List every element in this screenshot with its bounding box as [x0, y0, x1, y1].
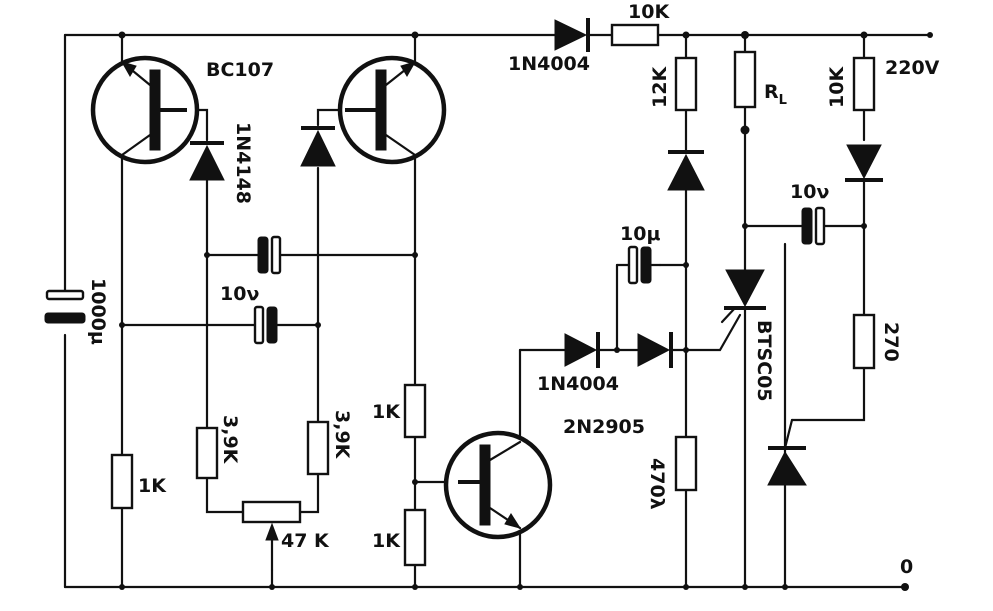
junction-dots	[118, 31, 933, 591]
label-r-top: 10K	[628, 1, 670, 23]
capacitor-1000u	[44, 289, 86, 324]
diode-right-bottom	[767, 418, 807, 486]
capacitor-10u-left	[253, 305, 278, 345]
label-r270: 270	[880, 322, 902, 362]
label-c1000: 1000μ	[87, 278, 109, 345]
transistor-q2	[337, 55, 447, 165]
label-r10k-right: 10K	[826, 66, 848, 108]
diode-12k-branch	[667, 150, 705, 191]
label-scr: BTSC05	[753, 320, 775, 402]
transistor-q1	[90, 55, 200, 165]
resistors	[110, 23, 876, 572]
wires	[63, 33, 932, 589]
label-1n4148: 1N4148	[232, 122, 254, 204]
diode-1n4004-top	[554, 18, 614, 52]
capacitor-coupling-top	[257, 235, 282, 275]
label-supply: 220V	[885, 57, 940, 79]
label-ground: 0	[900, 556, 913, 578]
label-q3: 2N2905	[563, 416, 645, 438]
label-c10-center: 10μ	[620, 223, 660, 245]
diode-1n4148-right	[300, 126, 336, 167]
label-c10-left: 10ν	[220, 283, 259, 305]
label-r470: 470λ	[646, 458, 668, 510]
diode-right-top	[845, 144, 883, 182]
label-rl: RL	[764, 81, 787, 108]
label-pot: 47 K	[281, 530, 330, 552]
label-r39k-left: 3,9K	[219, 415, 241, 465]
diode-1n4004-mid-a	[564, 332, 600, 368]
label-r1k-upper: 1K	[372, 401, 401, 423]
label-d-top: 1N4004	[508, 53, 590, 75]
label-c10-right: 10ν	[790, 181, 829, 203]
diode-1n4004-mid-b	[637, 332, 673, 368]
label-r39k-right: 3,9K	[331, 410, 353, 460]
label-r1k-left: 1K	[138, 475, 167, 497]
label-q1: BC107	[206, 59, 274, 81]
labels: BC107 1N4004 10K 12K RL 10K 220V 1N4148 …	[87, 1, 940, 578]
scr-btsc05	[720, 269, 766, 324]
capacitor-10u-right	[801, 206, 826, 246]
transistor-q3	[443, 430, 553, 540]
capacitor-10u-center	[615, 245, 662, 285]
diode-1n4148-left	[189, 141, 225, 181]
label-r1k-lower: 1K	[372, 530, 401, 552]
label-d-mid: 1N4004	[537, 373, 619, 395]
label-r12k: 12K	[649, 66, 671, 108]
